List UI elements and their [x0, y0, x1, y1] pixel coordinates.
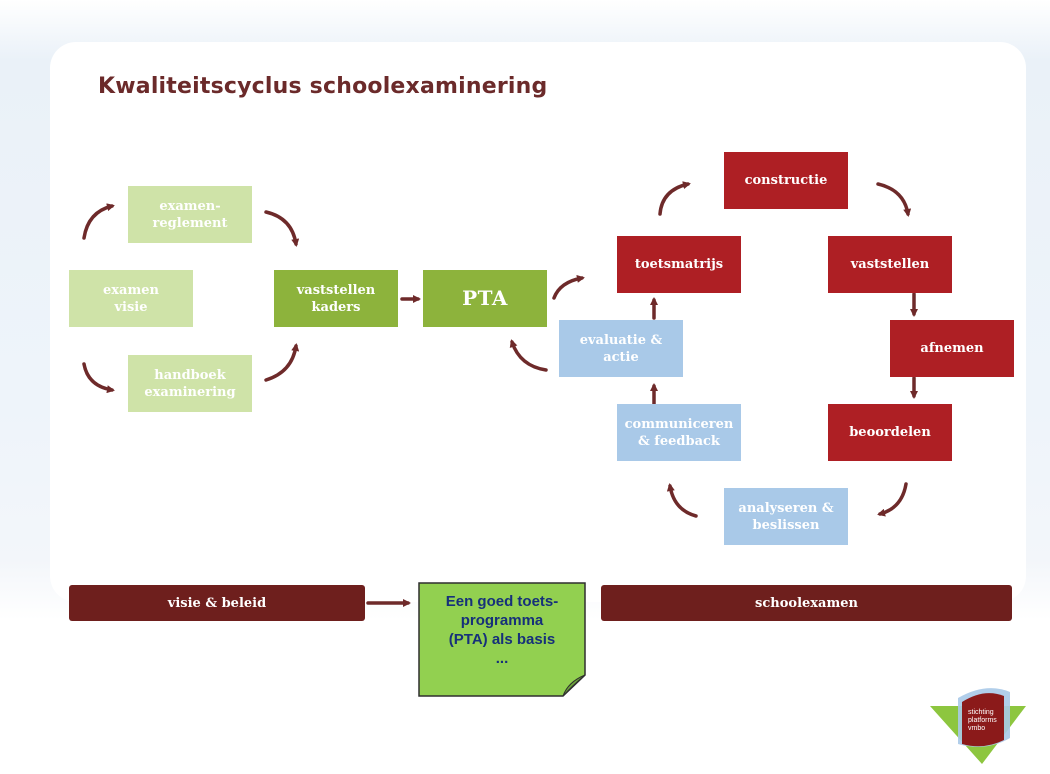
box-afnemen-label: afnemen: [920, 341, 984, 356]
bar-visie-beleid-label: visie & beleid: [167, 595, 267, 611]
box-communiceren-feedback: communiceren & feedback: [617, 404, 741, 461]
box-handboek-examinering: handboek examinering: [128, 355, 252, 412]
bar-schoolexamen-label: schoolexamen: [755, 595, 858, 611]
sticky-note-text: Een goed toets- programma (PTA) als basi…: [445, 593, 559, 667]
arrow-reglement-to-kaders: [264, 210, 300, 247]
logo-text-line: stichting: [968, 709, 994, 716]
arrow-analyseren-to-communiceren: [666, 483, 698, 518]
bar-schoolexamen: schoolexamen: [601, 585, 1012, 621]
arrow-handboek-to-kaders: [264, 343, 300, 382]
box-evaluatie-label: evaluatie & actie: [579, 332, 663, 365]
box-handboek-label: handboek examinering: [144, 367, 236, 400]
arrow-pta-to-toetsmatrijs: [552, 274, 585, 300]
arrow-visie-to-reglement: [82, 203, 115, 240]
box-examen-visie: examen visie: [69, 270, 193, 327]
box-examen-visie-label: examen visie: [103, 282, 159, 315]
box-evaluatie-actie: evaluatie & actie: [559, 320, 683, 377]
arrow-visie-to-handboek: [82, 362, 115, 394]
arrow-evaluatie-to-pta: [509, 339, 548, 372]
box-toetsmatrijs: toetsmatrijs: [617, 236, 741, 293]
bar-visie-beleid: visie & beleid: [69, 585, 365, 621]
box-communiceren-label: communiceren & feedback: [624, 416, 734, 449]
box-analyseren-beslissen: analyseren & beslissen: [724, 488, 848, 545]
box-vaststellen-kaders: vaststellen kaders: [274, 270, 398, 327]
box-constructie: constructie: [724, 152, 848, 209]
sticky-note: Een goed toets- programma (PTA) als basi…: [418, 582, 586, 697]
page-title: Kwaliteitscyclus schoolexaminering: [98, 74, 548, 99]
box-toetsmatrijs-label: toetsmatrijs: [634, 257, 724, 272]
box-analyseren-label: analyseren & beslissen: [738, 500, 834, 533]
box-examenreglement: examen- reglement: [128, 186, 252, 243]
arrow-constructie-to-vaststellen: [876, 182, 912, 217]
box-vaststellen-label: vaststellen: [850, 257, 930, 272]
sticky-note-shape: [418, 582, 586, 697]
arrow-toetsmatrijs-to-constructie: [658, 181, 691, 216]
box-beoordelen-label: beoordelen: [849, 425, 931, 440]
arrow-beoordelen-to-analyseren: [877, 482, 908, 517]
box-afnemen: afnemen: [890, 320, 1014, 377]
box-constructie-label: constructie: [744, 173, 828, 188]
box-vaststellen-kaders-label: vaststellen kaders: [296, 282, 376, 315]
logo-text-line: vmbo: [968, 725, 985, 732]
box-pta-label: PTA: [462, 286, 508, 310]
logo-text-line: platforms: [968, 717, 997, 724]
box-vaststellen: vaststellen: [828, 236, 952, 293]
box-examenreglement-label: examen- reglement: [152, 198, 228, 231]
box-pta: PTA: [423, 270, 547, 327]
box-beoordelen: beoordelen: [828, 404, 952, 461]
